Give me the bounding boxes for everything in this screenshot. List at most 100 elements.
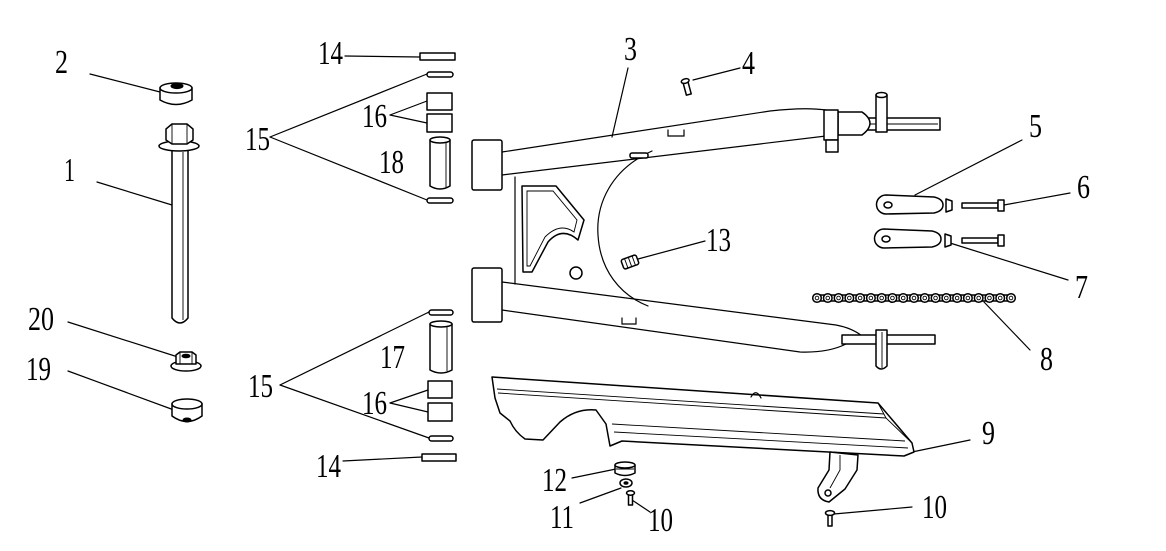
- chain-link: [855, 292, 866, 304]
- callout-15-top: 15: [245, 121, 270, 158]
- chain-link: [952, 292, 963, 304]
- part-adjuster-bolt-upper: [961, 202, 999, 209]
- chain-link: [865, 292, 876, 304]
- chain-link: [887, 292, 898, 304]
- callout-16-bottom: 16: [362, 385, 387, 422]
- part-cap-nut-bottom: [171, 398, 203, 423]
- callout-5: 5: [1029, 108, 1042, 145]
- part-thrust-washer-bottom: [421, 453, 457, 462]
- upper-bushing-stack: [419, 52, 456, 204]
- lower-bushing-stack: [421, 309, 457, 462]
- chain-adjuster-upper: [875, 194, 1005, 215]
- chain-link-pin: [954, 295, 960, 301]
- callout-11: 11: [550, 499, 574, 536]
- callout-labels: 14 2 3 4 15 16 18 1 5 6 13 7 8 20 19 17 …: [26, 31, 1090, 539]
- chain-link: [995, 292, 1006, 304]
- part-swingarm: [471, 91, 941, 370]
- chain-link-pin: [997, 295, 1003, 301]
- part-adjuster-plate-lower: [873, 228, 942, 249]
- chain-link-pin: [922, 295, 928, 301]
- callout-9: 9: [982, 415, 995, 452]
- part-drive-chain: [811, 292, 1017, 304]
- part-seal-ring-lower-b: [428, 435, 454, 442]
- callout-13: 13: [706, 222, 731, 259]
- chain-link-pin: [1008, 295, 1014, 301]
- callout-6: 6: [1077, 169, 1090, 206]
- part-adjuster-plate-upper: [875, 194, 944, 215]
- chain-link: [941, 292, 952, 304]
- chain-link: [811, 292, 823, 304]
- chain-link-pin: [847, 295, 852, 301]
- part-washer: [619, 478, 633, 488]
- chain-link-pin: [890, 295, 895, 301]
- yoke-slot: [629, 152, 649, 159]
- chain-link-pin: [836, 295, 841, 301]
- chain-link-pin: [868, 295, 874, 301]
- part-chain-guard: [491, 376, 915, 503]
- chain-link: [908, 292, 920, 304]
- callout-14-top: 14: [318, 35, 343, 72]
- part-dust-cap-lower-b: [427, 402, 453, 422]
- chain-link-pin: [911, 295, 917, 301]
- pivot-boss-upper: [471, 139, 503, 191]
- part-bushing-lower: [429, 320, 453, 374]
- callout-4: 4: [742, 45, 755, 82]
- callout-7: 7: [1075, 269, 1088, 306]
- part-adjuster-bolt-lower: [961, 237, 999, 244]
- chain-link-pin: [814, 295, 820, 301]
- chain-link: [822, 292, 833, 304]
- chain-link-pin: [933, 295, 938, 301]
- part-seal-ring-lower-a: [428, 309, 454, 316]
- callout-10-left: 10: [648, 502, 673, 539]
- chain-link-pin: [879, 295, 884, 301]
- part-dust-cap-upper-b: [426, 113, 453, 133]
- chain-link-pin: [965, 295, 971, 301]
- callout-8: 8: [1040, 341, 1053, 378]
- chain-link: [973, 292, 984, 304]
- part-guard-bolt-left: [625, 490, 636, 506]
- chain-link: [844, 292, 855, 304]
- chain-adjuster-lower: [873, 228, 1005, 249]
- pivot-boss-lower: [471, 267, 503, 323]
- part-adjuster-washer-upper: [945, 198, 953, 213]
- chain-link-pin: [825, 295, 831, 301]
- callout-15-bottom: 15: [248, 368, 273, 405]
- part-rubber-grommet: [614, 461, 636, 477]
- chain-link: [898, 292, 909, 304]
- part-cap-nut-top: [159, 82, 193, 106]
- yoke-hole: [569, 266, 583, 280]
- chain-link-pin: [976, 295, 981, 301]
- callout-20: 20: [28, 301, 54, 338]
- chain-link-pin: [987, 295, 992, 301]
- part-pin: [620, 254, 640, 270]
- chain-link: [919, 292, 930, 304]
- part-dust-cap-upper-a: [426, 92, 453, 111]
- part-thrust-washer-top: [419, 52, 456, 61]
- yoke-recess: [521, 185, 585, 273]
- part-pivot-bolt: [158, 123, 200, 324]
- part-seal-ring-upper-a: [426, 71, 454, 78]
- chain-link-pin: [857, 295, 863, 301]
- callout-17: 17: [380, 339, 405, 376]
- part-flange-nut: [170, 351, 202, 372]
- part-guard-bolt-right: [824, 509, 836, 527]
- callout-12: 12: [542, 462, 567, 499]
- callout-1: 1: [64, 152, 75, 189]
- callout-2: 2: [55, 44, 68, 81]
- leader-lines: [67, 55, 1071, 515]
- part-adjuster-washer-lower: [944, 233, 952, 248]
- part-dust-cap-lower-a: [427, 380, 453, 399]
- chain-link: [962, 292, 973, 304]
- callout-3: 3: [624, 31, 637, 68]
- chain-link-pin: [944, 295, 949, 301]
- chain-link: [984, 292, 995, 304]
- axle-plate-lower: [841, 334, 936, 345]
- chain-link: [1005, 292, 1017, 304]
- callout-19: 19: [26, 351, 51, 388]
- callout-16-top: 16: [362, 98, 387, 135]
- part-small-bolt: [680, 77, 692, 96]
- chain-link: [930, 292, 941, 304]
- chain-link-pin: [900, 295, 906, 301]
- callout-10-right: 10: [922, 489, 947, 526]
